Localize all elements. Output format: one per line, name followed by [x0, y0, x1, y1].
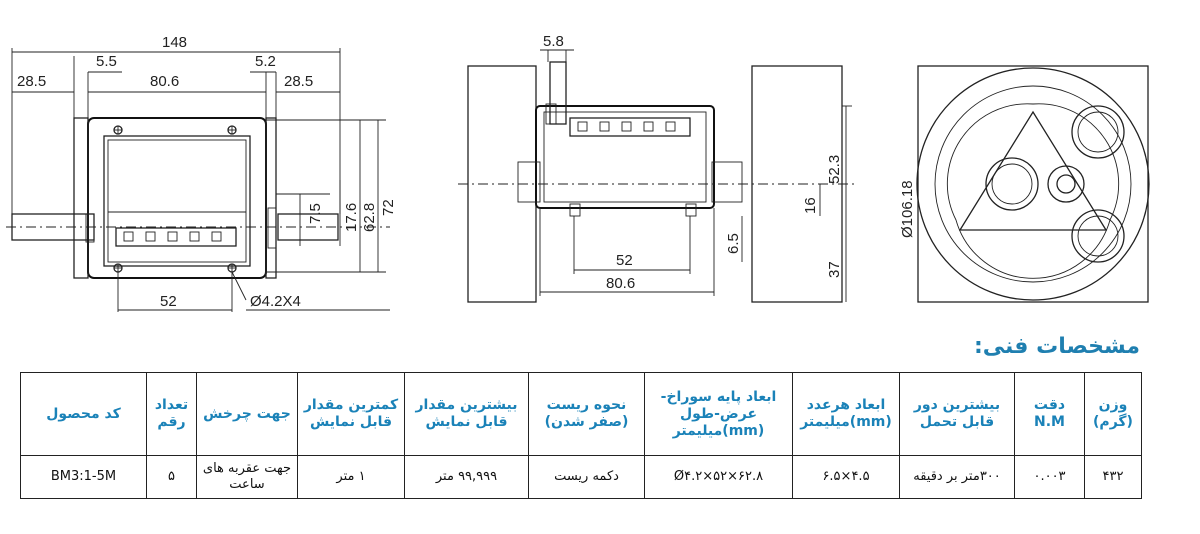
header-base-dimensions: ابعاد پایه سوراخ-عرض-طول (mm)میلیمتر — [644, 372, 793, 456]
technical-drawing: 148 28.5 5.5 80.6 5.2 28.5 7.5 17.6 62.8… — [6, 33, 1150, 312]
header-max-speed: بیشترین دور قابل تحمل — [899, 372, 1015, 456]
dim-72: 72 — [380, 199, 397, 216]
specs-table: وزن (گرم) دقت N.M بیشترین دور قابل تحمل … — [20, 372, 1142, 499]
cell-max-speed: ۳۰۰متر بر دقیقه — [899, 455, 1015, 499]
dim-left-gap: 5.5 — [96, 53, 117, 70]
side-view: 5.8 52.3 16 6.5 37 52 80.6 — [458, 33, 858, 303]
cell-base-dimensions: ۶۲.۸×۵۲×Ø۴.۲ — [644, 455, 793, 499]
end-view: Ø106.18 — [899, 65, 1150, 303]
header-rotation-direction: جهت چرخش — [196, 372, 298, 456]
dim-16: 16 — [802, 197, 819, 214]
header-max-display: بیشترین مقدار قابل نمایش — [404, 372, 529, 456]
dim-17-6: 17.6 — [343, 203, 360, 232]
dim-lever-width: 5.8 — [543, 33, 564, 50]
header-product-code: کد محصول — [20, 372, 147, 456]
header-accuracy: دقت N.M — [1014, 372, 1085, 456]
header-digit-size: ابعاد هرعدد (mm)میلیمتر — [792, 372, 900, 456]
cell-rotation-direction: جهت عقربه های ساعت — [196, 455, 298, 499]
dim-height-52-3: 52.3 — [826, 155, 843, 184]
header-digit-count: تعداد رقم — [146, 372, 197, 456]
dim-right-gap: 5.2 — [255, 53, 276, 70]
cell-product-code: BM3:1-5M — [20, 455, 147, 499]
header-reset-method: نحوه ریست (صفر شدن) — [528, 372, 645, 456]
header-weight: وزن (گرم) — [1084, 372, 1142, 456]
front-view: 148 28.5 5.5 80.6 5.2 28.5 7.5 17.6 62.8… — [6, 34, 397, 312]
cell-digit-size: ۴.۵×۶.۵ — [792, 455, 900, 499]
cell-max-display: ۹۹,۹۹۹ متر — [404, 455, 529, 499]
dim-width-80-6: 80.6 — [606, 275, 635, 292]
dim-7-5: 7.5 — [307, 203, 324, 224]
dim-right-offset: 28.5 — [284, 73, 313, 90]
specs-header-row: وزن (گرم) دقت N.M بیشترین دور قابل تحمل … — [20, 372, 1142, 456]
specs-title: مشخصات فنی: — [973, 334, 1140, 359]
table-row: ۴۳۲ ۰.۰۰۳ ۳۰۰متر بر دقیقه ۴.۵×۶.۵ ۶۲.۸×۵… — [20, 455, 1142, 499]
dim-62-8: 62.8 — [361, 203, 378, 232]
dim-body-width: 80.6 — [150, 73, 179, 90]
dim-6-5: 6.5 — [725, 233, 742, 254]
cell-reset-method: دکمه ریست — [528, 455, 645, 499]
dim-hole-spacing: 52 — [160, 293, 177, 310]
dim-overall-width: 148 — [162, 34, 187, 51]
cell-digit-count: ۵ — [146, 455, 197, 499]
dim-inner-52: 52 — [616, 252, 633, 269]
dim-left-offset: 28.5 — [17, 73, 46, 90]
dim-base-37: 37 — [826, 261, 843, 278]
dim-diameter: Ø106.18 — [899, 180, 916, 238]
dim-hole-spec: Ø4.2X4 — [250, 293, 301, 310]
header-min-display: کمترین مقدار قابل نمایش — [297, 372, 405, 456]
cell-weight: ۴۳۲ — [1084, 455, 1142, 499]
cell-accuracy: ۰.۰۰۳ — [1014, 455, 1085, 499]
cell-min-display: ۱ متر — [297, 455, 405, 499]
